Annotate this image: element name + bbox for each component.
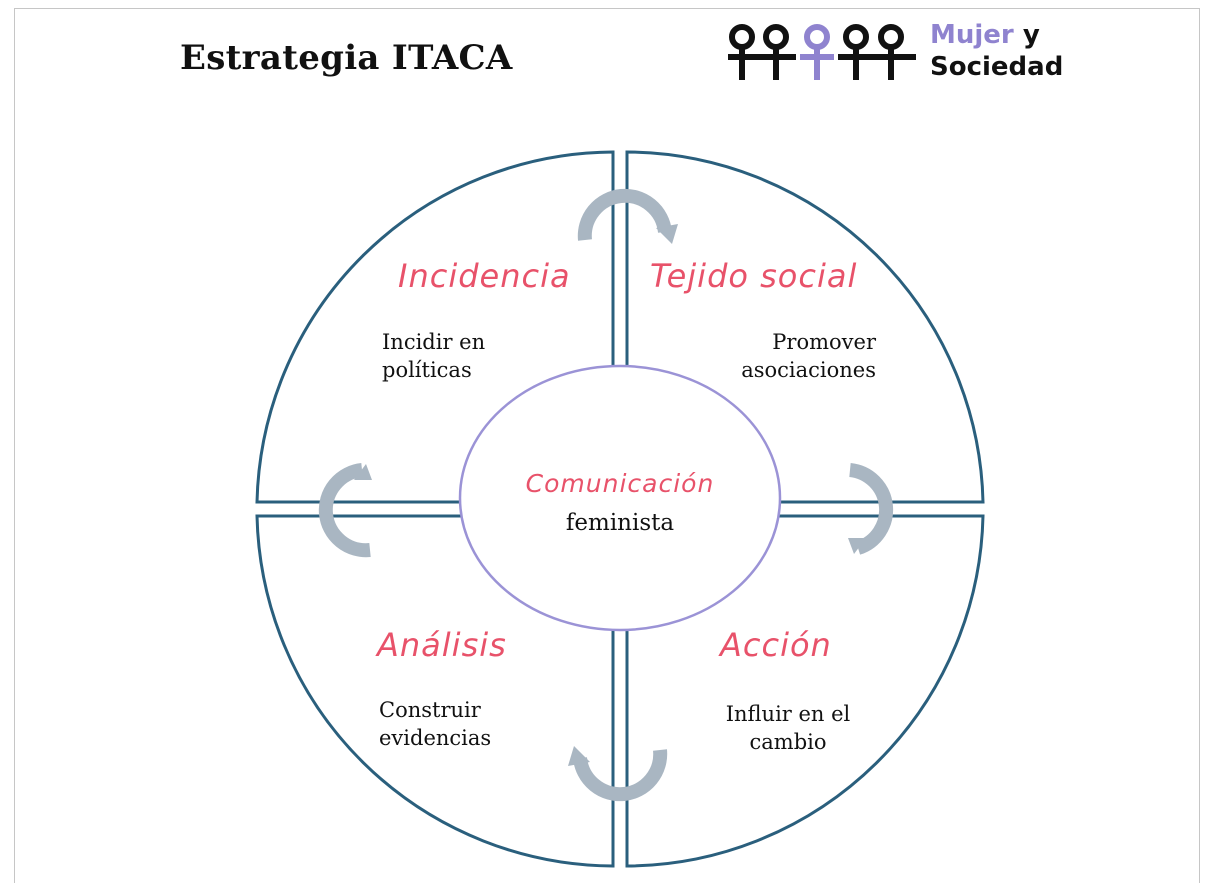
logo-figure-2 xyxy=(763,24,789,80)
quadrant-desc-analisis: Construir evidencias xyxy=(379,696,491,752)
arrow-right-head-icon xyxy=(848,538,866,554)
logo-figure-1 xyxy=(729,24,755,80)
logo-text-line2: Sociedad xyxy=(930,52,1064,82)
logo-figures-icon xyxy=(728,24,916,80)
arrow-top-head-icon xyxy=(656,224,678,244)
quadrant-desc-accion: Influir en el cambio xyxy=(700,700,876,756)
logo-figure-5 xyxy=(878,24,904,80)
logo-figure-3-accent xyxy=(804,24,830,80)
quadrant-desc-line: cambio xyxy=(749,730,827,754)
strategy-cycle-diagram xyxy=(255,150,985,868)
quadrant-desc-line: Promover xyxy=(772,330,876,354)
logo-text-line1: Mujer y xyxy=(930,20,1040,50)
quadrant-bottom-left-outline xyxy=(255,514,615,868)
center-title: Comunicación xyxy=(525,469,715,498)
slide-frame-right xyxy=(1199,8,1200,883)
quadrant-desc-line: Influir en el xyxy=(725,702,851,726)
quadrant-top-right-outline xyxy=(625,150,985,504)
arrow-right-icon xyxy=(848,463,894,555)
logo-figure-4 xyxy=(843,24,869,80)
quadrant-desc-line: Incidir en xyxy=(382,330,486,354)
arrow-left-head-icon xyxy=(354,464,372,480)
quadrant-desc-line: Construir xyxy=(379,698,481,722)
logo-text-accent: Mujer xyxy=(930,20,1014,50)
quadrant-title-accion: Acción xyxy=(720,626,832,664)
quadrant-desc-line: asociaciones xyxy=(741,358,876,382)
quadrant-desc-tejido-social: Promover asociaciones xyxy=(700,328,876,384)
arrow-top-icon xyxy=(577,188,672,241)
quadrant-title-analisis: Análisis xyxy=(377,626,507,664)
quadrant-desc-line: políticas xyxy=(382,358,472,382)
arrow-bottom-icon xyxy=(573,749,668,802)
logo-text-tail: y xyxy=(1013,20,1040,50)
quadrant-title-tejido-social: Tejido social xyxy=(650,257,858,295)
quadrant-top-left-outline xyxy=(255,150,615,504)
quadrant-desc-line: evidencias xyxy=(379,726,492,750)
quadrant-title-incidencia: Incidencia xyxy=(398,257,571,295)
quadrant-desc-incidencia: Incidir en políticas xyxy=(382,328,485,384)
center-ellipse xyxy=(458,364,782,632)
center-desc: feminista xyxy=(565,510,675,536)
quadrant-bottom-right-outline xyxy=(625,514,985,868)
page-title: Estrategia ITACA xyxy=(180,38,513,78)
arrow-left-icon xyxy=(318,463,371,558)
arrow-bottom-head-icon xyxy=(568,746,590,766)
slide-frame-top xyxy=(14,8,1200,9)
slide-frame-left xyxy=(14,8,15,883)
